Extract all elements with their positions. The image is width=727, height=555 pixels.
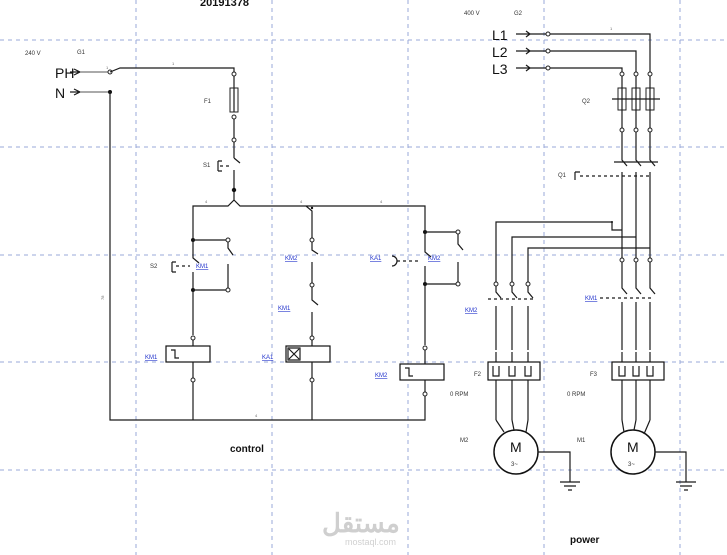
motor-m1-m: M [627, 439, 639, 455]
ground-right-icon [655, 451, 696, 491]
control-circuit: 240 V G1 PH N 1 1 78 4 F1 S1 [25, 50, 464, 455]
coil-km1-label[interactable]: KM1 [145, 355, 158, 361]
km2-upper-contact-label[interactable]: KM2 [285, 256, 298, 262]
rpm-left: 0 RPM [450, 392, 468, 398]
ground-left-icon [538, 451, 580, 491]
km1-start-contact-label[interactable]: KM1 [196, 264, 209, 270]
coil-ka1-symbol [285, 345, 331, 363]
motor-m1-label: M1 [577, 438, 586, 444]
start-pushbutton-icon [171, 261, 176, 273]
contactor-km1-label[interactable]: KM1 [585, 296, 598, 302]
km1-lower-contact-label[interactable]: KM1 [278, 306, 291, 312]
pushbutton-icon [217, 160, 222, 172]
power-source-label: G2 [514, 11, 523, 17]
ph-label: PH [55, 65, 74, 81]
phase-l1-label: L1 [492, 27, 508, 43]
overload-f2-symbol [487, 361, 541, 381]
motor-m2-label: M2 [460, 438, 469, 444]
svg-text:78: 78 [100, 295, 105, 300]
watermark-latin: mostaql.com [345, 537, 396, 547]
contactor-km2-label[interactable]: KM2 [465, 308, 478, 314]
control-source-label: G1 [77, 50, 86, 56]
overload-f2-label: F2 [474, 372, 482, 378]
breaker-q1-label: Q1 [558, 173, 567, 179]
svg-text:4: 4 [255, 413, 258, 418]
watermark-arabic: مستقل [322, 508, 400, 538]
coil-ka1-icon [287, 347, 301, 361]
power-voltage: 400 V [464, 11, 480, 17]
watermark: مستقل mostaql.com [322, 508, 400, 547]
header-title: 20191378 [200, 0, 249, 9]
timer-icon [391, 255, 398, 267]
power-circuit: 400 V G2 L1 L2 L3 1 Q2 Q1 [450, 11, 696, 546]
power-caption: power [570, 535, 600, 546]
km2-right-contact-label[interactable]: KM2 [428, 256, 441, 262]
svg-text:4: 4 [205, 199, 208, 204]
svg-text:1: 1 [106, 65, 109, 70]
n-label: N [55, 85, 65, 101]
rpm-right: 0 RPM [567, 392, 585, 398]
phase-l2-label: L2 [492, 44, 508, 60]
motor-m2-phase: 3~ [511, 462, 518, 468]
l3-arrow-icon [516, 64, 531, 72]
overload-f3-label: F3 [590, 372, 598, 378]
overload-f3-symbol [611, 361, 665, 381]
fuse-f1-label: F1 [204, 99, 212, 105]
motor-m1-phase: 3~ [628, 462, 635, 468]
fuses-q2-label: Q2 [582, 99, 591, 105]
coil-km2-symbol [399, 363, 445, 381]
ka1-contact-label[interactable]: KA1 [370, 256, 382, 262]
svg-text:4: 4 [300, 199, 303, 204]
svg-text:4: 4 [380, 199, 383, 204]
control-caption: control [230, 444, 264, 455]
breaker-handle-icon [574, 171, 580, 180]
l2-arrow-icon [516, 47, 531, 55]
coil-km1-symbol [165, 345, 211, 363]
svg-text:1: 1 [172, 61, 175, 66]
svg-text:1: 1 [610, 26, 613, 31]
motor-m2-m: M [510, 439, 522, 455]
l1-arrow-icon [516, 30, 531, 38]
coil-km2-label[interactable]: KM2 [375, 373, 388, 379]
start-switch-label: S2 [150, 264, 158, 270]
stop-switch-label: S1 [203, 163, 211, 169]
coil-km2-icon [405, 367, 413, 377]
coil-ka1-label[interactable]: KA1 [262, 355, 274, 361]
control-voltage: 240 V [25, 51, 41, 57]
n-arrow-icon [70, 88, 82, 96]
phase-l3-label: L3 [492, 61, 508, 77]
stop-contact [233, 142, 241, 188]
coil-km1-icon [171, 349, 179, 359]
